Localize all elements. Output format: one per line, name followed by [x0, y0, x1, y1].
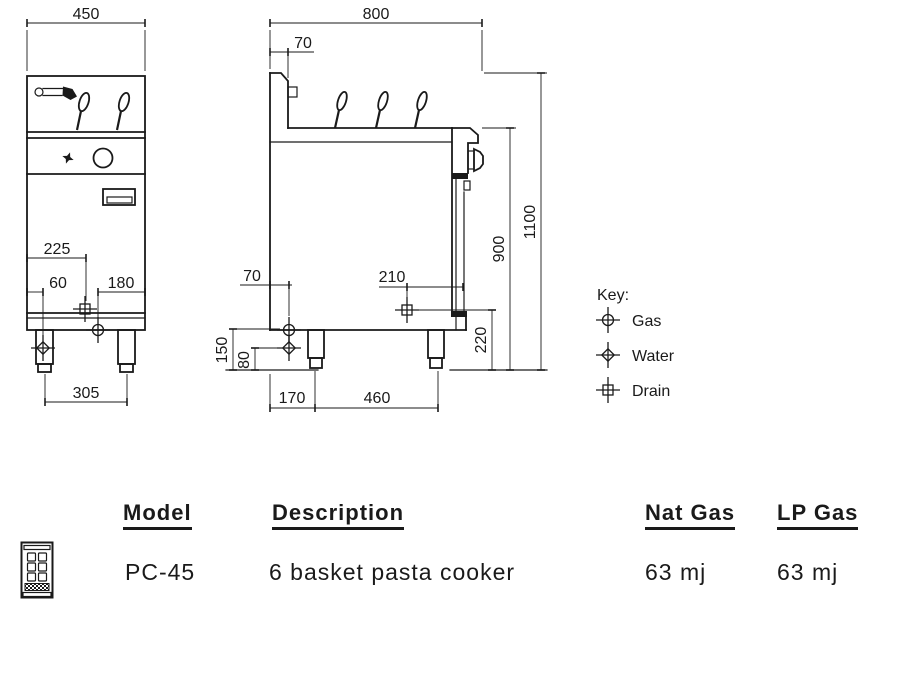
key-label-gas: Gas	[632, 313, 661, 330]
front-view: 450 225 60 180	[26, 6, 146, 406]
col-header-nat-gas: Nat Gas	[645, 500, 736, 530]
dim-gas-from-back: 70	[240, 268, 292, 316]
dim-label: 210	[379, 269, 406, 286]
key-water-symbol-icon	[595, 341, 621, 369]
dim-gas-from-right: 180	[97, 275, 146, 321]
col-header-description: Description	[272, 500, 405, 530]
dim-overall-height: 1100	[484, 72, 547, 371]
basket-handle	[75, 91, 91, 131]
side-view: 800 70 1100 900	[214, 6, 548, 412]
key-drain-symbol-icon	[595, 376, 621, 404]
dim-label: 70	[294, 35, 312, 52]
dim-drain-from-left: 225	[26, 241, 87, 301]
dim-label: 1100	[522, 205, 539, 240]
product-thumbnail-icon	[20, 541, 54, 599]
dim-label: 460	[364, 390, 391, 407]
key-label-drain: Drain	[632, 383, 670, 400]
dim-water-height: 80	[236, 347, 280, 371]
dim-front-leg-spacing: 305	[44, 374, 128, 406]
dim-splashback-depth: 70	[269, 35, 314, 78]
dim-side-leg-spacing: 460	[315, 371, 439, 412]
dim-label: 450	[73, 6, 100, 23]
dim-label: 800	[363, 6, 390, 23]
dim-label: 225	[44, 241, 71, 258]
dim-drain-height: 220	[416, 309, 496, 371]
dim-label: 220	[473, 327, 490, 354]
dim-label: 70	[243, 268, 261, 285]
key-label-water: Water	[632, 348, 675, 365]
key-legend: Key: Gas Water Drain	[595, 287, 675, 404]
pilot-star-icon	[62, 152, 74, 164]
technical-drawing: 450 225 60 180	[26, 6, 675, 412]
side-knob	[467, 147, 484, 173]
basket-handle	[374, 90, 389, 129]
water-connection-symbol	[276, 334, 302, 362]
dim-label: 170	[279, 390, 306, 407]
front-leg-right	[117, 329, 136, 373]
dim-label: 60	[49, 275, 67, 292]
splashback	[269, 72, 289, 129]
dim-label: 180	[108, 275, 135, 292]
key-title: Key:	[597, 287, 629, 304]
control-knob	[92, 147, 114, 169]
cell-lp-gas: 63 mj	[777, 559, 839, 585]
dim-overall-width: 450	[26, 6, 146, 71]
dim-drain-from-front: 210	[379, 269, 464, 299]
cell-nat-gas: 63 mj	[645, 559, 707, 585]
side-leg-back	[307, 329, 325, 369]
dim-water-from-left: 60	[26, 275, 67, 339]
dim-label: 80	[236, 351, 253, 369]
cell-description: 6 basket pasta cooker	[269, 559, 516, 585]
basket-handle	[333, 90, 348, 129]
basket-handle	[413, 90, 428, 129]
dim-back-to-front-leg: 170	[269, 371, 316, 412]
control-panel-profile	[451, 127, 484, 331]
faucet	[34, 86, 77, 100]
dim-label: 150	[214, 337, 231, 364]
basket-handle	[115, 91, 131, 131]
front-leg-left	[35, 329, 54, 373]
dim-label: 305	[73, 385, 100, 402]
key-gas-symbol-icon	[595, 306, 621, 334]
cell-model: PC-45	[125, 559, 196, 585]
dim-worktop-height: 900	[482, 127, 516, 371]
col-header-model: Model	[123, 500, 192, 530]
col-header-lp-gas: LP Gas	[777, 500, 859, 530]
drain-connection-symbol	[394, 296, 420, 324]
side-leg-front	[427, 329, 445, 369]
dim-label: 900	[491, 236, 508, 263]
drain-cover-slot	[102, 188, 136, 206]
